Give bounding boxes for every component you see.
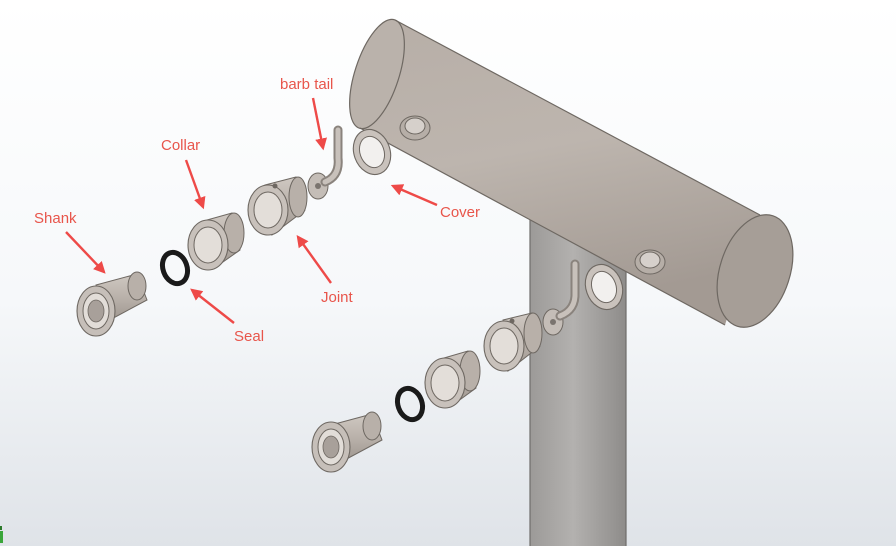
- seal-part-lower: [394, 385, 426, 423]
- shank-part-lower: [311, 411, 383, 473]
- barb-tail-part: [307, 125, 343, 200]
- callout-arrows: [65, 97, 438, 324]
- cover-part-lower: [584, 263, 624, 311]
- arrow-collar: [184, 159, 206, 210]
- joint-part-lower: [483, 312, 543, 372]
- callout-joint: Joint: [321, 289, 353, 306]
- collar-part-lower: [424, 350, 481, 409]
- corner-indicator-icon: [0, 526, 3, 543]
- seal-part: [159, 249, 191, 287]
- callout-collar: Collar: [161, 137, 201, 154]
- callout-barb-tail: barb tail: [280, 76, 334, 93]
- arrow-shank: [65, 231, 106, 274]
- arrow-cover: [390, 184, 438, 207]
- callout-shank: Shank: [34, 210, 77, 227]
- arrow-seal: [190, 288, 235, 324]
- cover-part: [352, 128, 392, 176]
- port-upper: [399, 115, 431, 141]
- tube-end-face: [716, 214, 794, 328]
- collar-part: [187, 212, 245, 271]
- callout-seal: Seal: [234, 328, 265, 345]
- shank-part: [76, 271, 148, 337]
- barb-tail-part-lower: [542, 259, 580, 336]
- horizontal-tube: [349, 18, 794, 328]
- joint-part: [247, 176, 308, 236]
- arrow-barb-tail: [311, 97, 328, 151]
- callout-cover: Cover: [440, 204, 481, 221]
- port-lower: [634, 249, 666, 275]
- arrow-joint: [296, 235, 332, 284]
